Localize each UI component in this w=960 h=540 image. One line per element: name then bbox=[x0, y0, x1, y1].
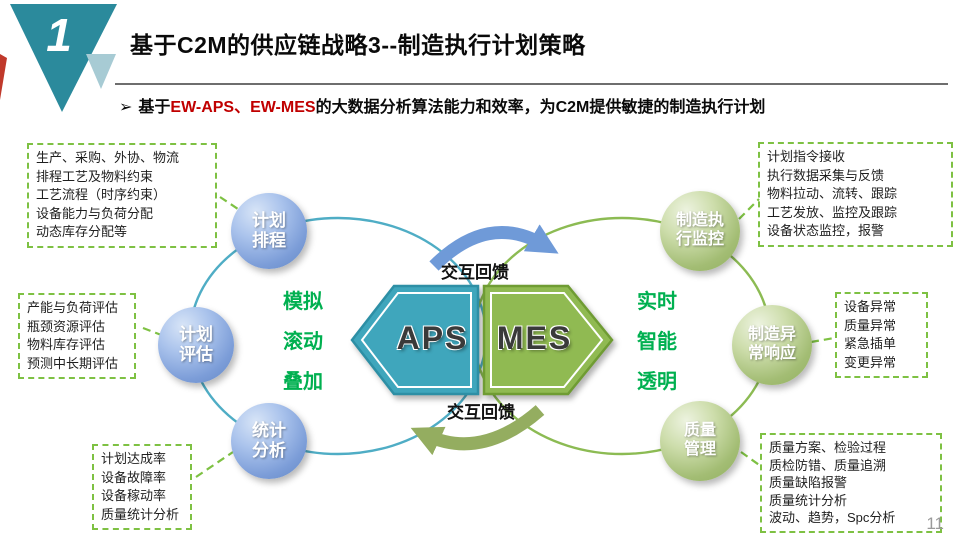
page-number: 11 bbox=[926, 514, 944, 533]
callout-line: 生产、采购、外协、物流 bbox=[36, 150, 180, 165]
callout-line: 计划达成率 bbox=[101, 451, 167, 466]
callout-plan-scheduling: 生产、采购、外协、物流 排程工艺及物料约束 工艺流程（时序约束） 设备能力与负荷… bbox=[27, 143, 217, 248]
callout-line: 产能与负荷评估 bbox=[27, 300, 119, 315]
feedback-arrow-bottom bbox=[410, 405, 545, 456]
callout-line: 变更异常 bbox=[844, 354, 897, 370]
callout-line: 设备故障率 bbox=[101, 469, 167, 485]
aps-label: APS bbox=[396, 320, 469, 356]
node-plan-evaluation: 计划 评估 bbox=[158, 307, 234, 383]
section-number-badge: 1 bbox=[46, 9, 72, 61]
mes-keywords: 实时 智能 透明 bbox=[637, 291, 677, 393]
callout-line: 工艺流程（时序约束） bbox=[36, 187, 167, 202]
header-triangle-big bbox=[10, 4, 117, 112]
node-plan-scheduling: 计划 排程 bbox=[231, 193, 307, 269]
callout-line: 紧急插单 bbox=[844, 336, 897, 351]
feedback-label-bottom: 交互回馈 bbox=[447, 403, 515, 422]
node-label: 计划 排程 bbox=[252, 210, 286, 250]
feedback-arrow-top bbox=[429, 224, 559, 271]
callout-line: 质量方案、检验过程 bbox=[769, 440, 887, 455]
bullet-highlight: EW-APS、EW-MES bbox=[170, 99, 316, 116]
callout-line: 动态库存分配等 bbox=[36, 224, 128, 239]
bullet-prefix: 基于 bbox=[138, 99, 171, 116]
callout-line: 物料库存评估 bbox=[27, 337, 106, 352]
node-label: 质量 管理 bbox=[683, 422, 716, 458]
callout-line: 工艺发放、监控及跟踪 bbox=[767, 204, 898, 220]
node-quality-management: 质量 管理 bbox=[660, 401, 740, 481]
callout-line: 设备能力与负荷分配 bbox=[36, 205, 154, 221]
callout-line: 预测中长期评估 bbox=[27, 355, 119, 371]
callout-line: 设备稼动率 bbox=[101, 488, 167, 503]
node-label: 统计 分析 bbox=[252, 420, 286, 460]
mes-label: MES bbox=[496, 320, 573, 356]
callout-line: 设备异常 bbox=[844, 299, 897, 314]
callout-line: 瓶颈资源评估 bbox=[27, 318, 106, 334]
aps-keywords: 模拟 滚动 叠加 bbox=[283, 291, 323, 393]
mes-shape-inner-line bbox=[490, 292, 604, 388]
callout-line: 波动、趋势，Spc分析 bbox=[769, 510, 896, 525]
header-triangle-small bbox=[86, 54, 116, 89]
node-label: 制造执 行监控 bbox=[675, 212, 724, 248]
node-execution-monitoring: 制造执 行监控 bbox=[660, 191, 740, 271]
node-label: 计划 评估 bbox=[179, 324, 213, 364]
callout-line: 质量异常 bbox=[844, 317, 897, 333]
callout-line: 物料拉动、流转、跟踪 bbox=[767, 186, 898, 201]
callout-line: 排程工艺及物料约束 bbox=[36, 168, 154, 184]
bullet-suffix: 的大数据分析算法能力和效率，为C2M提供敏捷的制造执行计划 bbox=[315, 99, 766, 116]
page-title: 基于C2M的供应链战略3--制造执行计划策略 bbox=[130, 32, 586, 58]
callout-line: 质检防错、质量追溯 bbox=[769, 457, 887, 473]
bullet-line: ➢ 基于EW-APS、EW-MES的大数据分析算法能力和效率，为C2M提供敏捷的制… bbox=[119, 93, 765, 117]
callout-plan-evaluation: 产能与负荷评估 瓶颈资源评估 物料库存评估 预测中长期评估 bbox=[18, 293, 136, 379]
callout-quality-management: 质量方案、检验过程 质检防错、质量追溯 质量缺陷报警 质量统计分析 波动、趋势，… bbox=[760, 433, 942, 533]
callout-statistical-analysis: 计划达成率 设备故障率 设备稼动率 质量统计分析 bbox=[92, 444, 192, 530]
callout-line: 质量统计分析 bbox=[101, 506, 180, 522]
node-statistical-analysis: 统计 分析 bbox=[231, 403, 307, 479]
aps-shape-inner-line bbox=[360, 292, 472, 388]
callout-line: 计划指令接收 bbox=[767, 149, 846, 164]
feedback-label-top: 交互回馈 bbox=[441, 263, 509, 282]
node-exception-response: 制造异 常响应 bbox=[732, 305, 812, 385]
bullet-marker-icon: ➢ bbox=[119, 99, 133, 116]
callout-line: 设备状态监控，报警 bbox=[767, 223, 885, 238]
node-label: 制造异 常响应 bbox=[747, 326, 796, 362]
callout-execution-monitoring: 计划指令接收 执行数据采集与反馈 物料拉动、流转、跟踪 工艺发放、监控及跟踪 设… bbox=[758, 142, 953, 247]
header-red-accent bbox=[0, 54, 7, 100]
callout-exception-response: 设备异常 质量异常 紧急插单 变更异常 bbox=[835, 292, 928, 378]
callout-line: 质量缺陷报警 bbox=[769, 475, 848, 490]
callout-line: 执行数据采集与反馈 bbox=[767, 167, 885, 183]
callout-line: 质量统计分析 bbox=[769, 492, 848, 508]
